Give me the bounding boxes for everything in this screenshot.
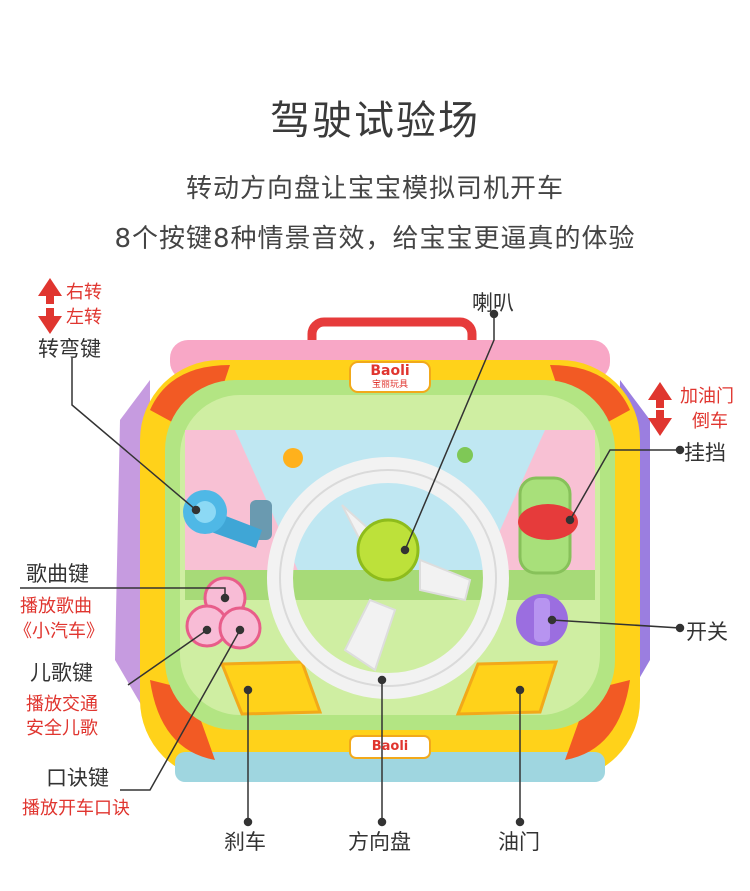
leader-lines: [20, 309, 685, 827]
bumper-bottom-right: [565, 680, 630, 760]
rhyme-key-label: 儿歌键: [30, 661, 93, 685]
bumper-bottom-left: [150, 680, 215, 760]
verse-key-label: 口诀键: [46, 766, 109, 790]
turn-key-label: 转弯键: [38, 337, 101, 361]
scene-balloon: [457, 447, 473, 463]
gear-arrows-icon: [648, 382, 672, 436]
steering-spoke-bottom: [343, 598, 397, 672]
horn-button: [356, 518, 420, 582]
song-desc-line1: 播放歌曲: [20, 596, 92, 617]
throttle-up-label: 加油门: [680, 386, 734, 407]
song-desc-line2: 《小汽车》: [14, 621, 104, 642]
subtitle-line-1: 转动方向盘让宝宝模拟司机开车: [185, 174, 564, 204]
top-logo-plate: [349, 361, 431, 393]
bottom-logo-brand: Baoli: [371, 739, 409, 754]
accelerator-pedal: [455, 660, 559, 716]
turn-right-label: 右转: [66, 282, 102, 303]
brake-pedal: [219, 660, 323, 716]
gear-knob: [518, 504, 578, 540]
turn-arrows-icon: [38, 278, 62, 334]
steering-spoke-right: [419, 558, 472, 602]
scene-flower: [283, 448, 303, 468]
horn-label: 喇叭: [472, 291, 514, 315]
scene-window: [235, 430, 545, 575]
subtitle-line-2: 8个按键8种情景音效，给宝宝更逼真的体验: [114, 224, 636, 254]
toy-base: [175, 752, 605, 782]
brake-label: 刹车: [224, 830, 266, 854]
song-key-label: 歌曲键: [26, 562, 89, 586]
reverse-label: 倒车: [692, 411, 728, 432]
verse-desc-label: 播放开车口诀: [22, 798, 130, 819]
bottom-logo-plate: [349, 735, 431, 759]
switch-label: 开关: [686, 620, 728, 644]
accelerator-label: 油门: [498, 830, 540, 854]
rhyme-desc-line1: 播放交通: [26, 694, 98, 715]
gear-label: 挂挡: [684, 441, 726, 465]
rhyme-desc-line2: 安全儿歌: [26, 718, 98, 739]
page-title: 驾驶试验场: [270, 98, 480, 144]
turn-left-label: 左转: [66, 307, 102, 328]
top-logo-brand: Baoli: [370, 363, 410, 379]
top-logo-brand-cn: 宝丽玩具: [371, 380, 408, 390]
steering-wheel-label: 方向盘: [348, 830, 411, 854]
